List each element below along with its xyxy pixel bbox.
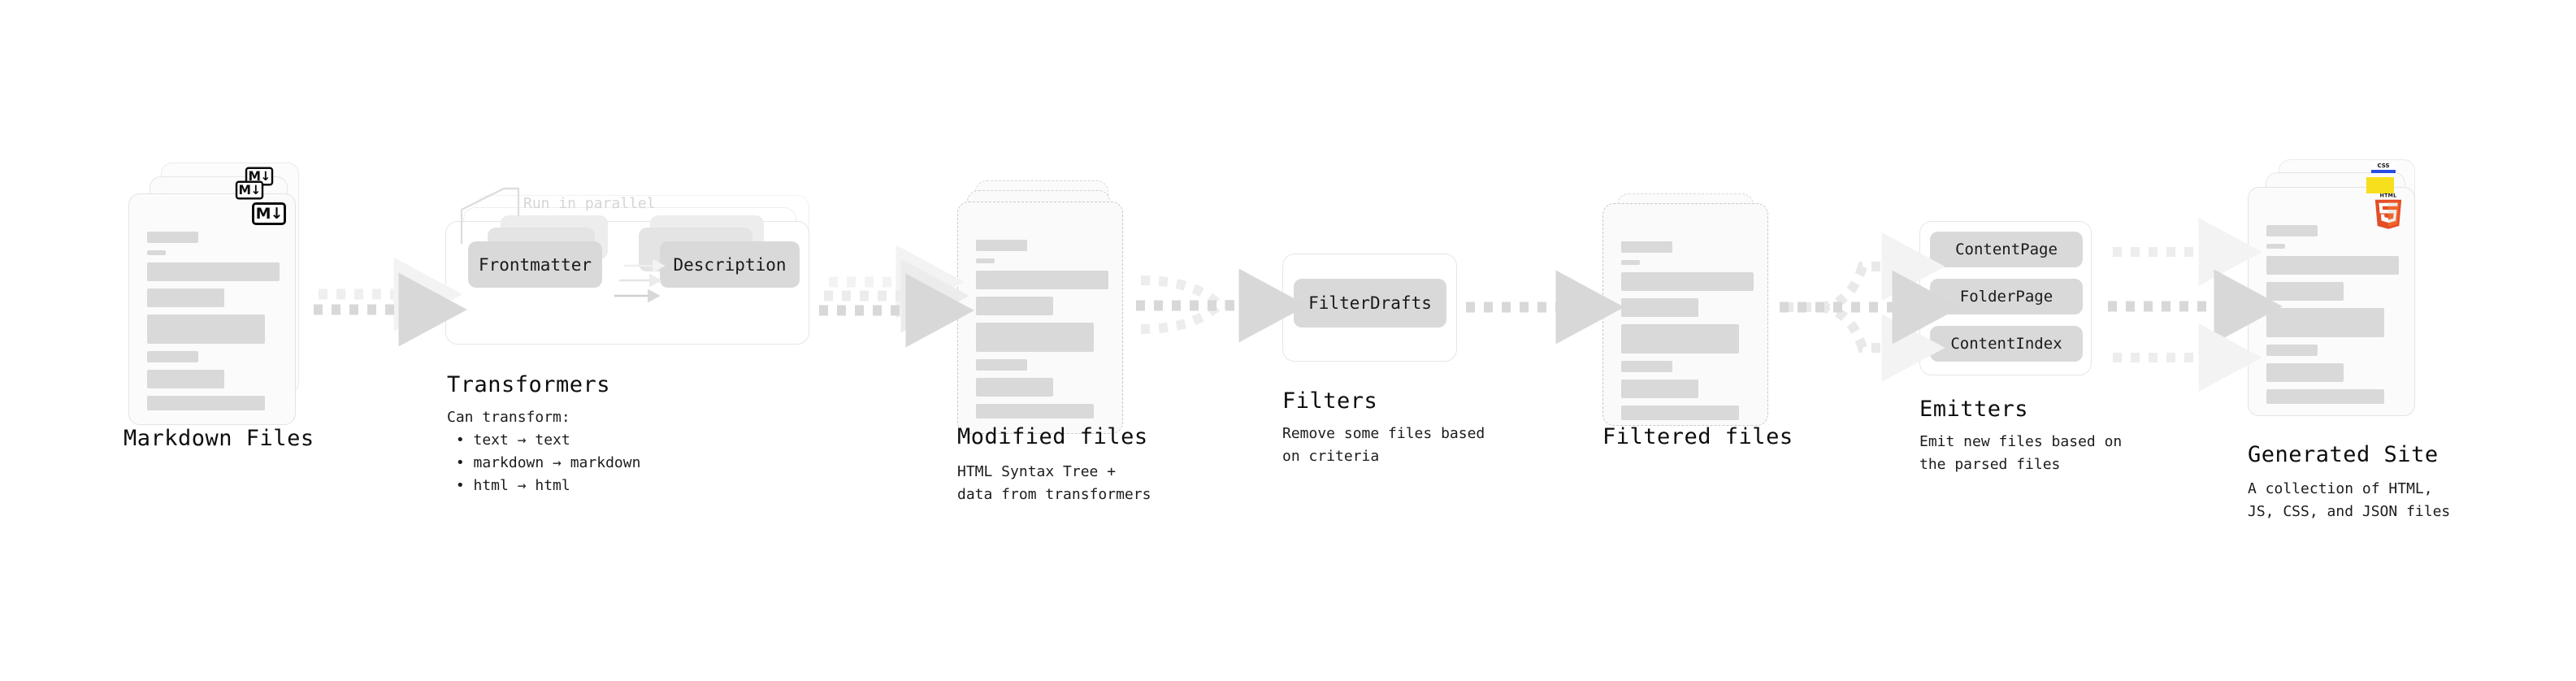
svg-text:HTML: HTML: [2380, 193, 2397, 199]
filterdrafts-pill[interactable]: FilterDrafts: [1294, 279, 1446, 327]
modified-file-stack: [957, 180, 1136, 440]
contentindex-pill[interactable]: ContentIndex: [1930, 326, 2083, 362]
contentpage-pill[interactable]: ContentPage: [1930, 232, 2083, 267]
markdown-icon: M↓: [252, 202, 286, 225]
generated-card-front: HTML: [2248, 187, 2415, 416]
markdown-icon-back-glyph: M↓: [248, 168, 271, 184]
stage-generated-site: HTML: [2248, 159, 2443, 436]
transformers-group-stack: Frontmatter Description: [445, 195, 835, 358]
markdown-icon-mid-glyph: M↓: [238, 182, 262, 197]
label-markdown-files: Markdown Files: [124, 426, 314, 451]
modified-card-content: [976, 240, 1108, 426]
desc-modified-files: HTML Syntax Tree + data from transformer…: [957, 463, 1151, 503]
markdown-file-stack: M↓ M↓ M↓: [128, 163, 315, 431]
description-pill[interactable]: Description: [660, 241, 800, 288]
frontmatter-pill[interactable]: Frontmatter: [468, 241, 602, 288]
markdown-card-front: M↓: [128, 193, 296, 425]
filtered-card-front: [1602, 203, 1768, 426]
connector-modified-to-filters: [1136, 268, 1308, 343]
markdown-card-content: [147, 232, 280, 418]
stage-filtered-files: [1602, 193, 1781, 437]
desc-emitters: Emit new files based on the parsed files: [1919, 433, 2123, 473]
js-icon: [2366, 177, 2394, 193]
emitters-group: ContentPage FolderPage ContentIndex: [1919, 221, 2114, 384]
html5-icon: HTML: [2372, 193, 2405, 230]
markdown-icon-glyph: M↓: [255, 204, 284, 223]
label-transformers: Transformers: [447, 372, 611, 397]
markdown-icon-mid: M↓: [235, 180, 264, 200]
label-filters: Filters: [1282, 388, 1378, 414]
run-in-parallel-label: Run in parallel: [523, 195, 656, 212]
folderpage-pill[interactable]: FolderPage: [1930, 279, 2083, 314]
filters-group: FilterDrafts: [1282, 254, 1461, 367]
desc-filters: Remove some files based on criteria: [1282, 425, 1485, 465]
stage-transformers: Frontmatter Description: [445, 195, 835, 358]
connector-md-to-transformers: [314, 257, 467, 347]
connector-filtered-to-emitters: [1780, 232, 1961, 382]
stage-modified-files: [957, 180, 1136, 440]
filtered-card-content: [1621, 241, 1754, 427]
label-filtered-files: Filtered files: [1602, 424, 1793, 449]
stage-markdown-files: M↓ M↓ M↓: [128, 163, 315, 431]
modified-card-front: [957, 202, 1123, 434]
generated-card-content: [2266, 225, 2399, 411]
stage-emitters: ContentPage FolderPage ContentIndex: [1919, 221, 2114, 384]
filtered-file-stack: [1602, 193, 1781, 437]
desc-transformers: Can transform: • text → text • markdown …: [447, 409, 641, 494]
label-generated-site: Generated Site: [2248, 442, 2439, 467]
connector-emitters-to-site: [2108, 218, 2283, 392]
label-modified-files: Modified files: [957, 424, 1148, 449]
label-emitters: Emitters: [1919, 397, 2029, 422]
css-icon: CSS: [2371, 162, 2396, 173]
desc-generated-site: A collection of HTML, JS, CSS, and JSON …: [2248, 480, 2451, 520]
generated-file-stack: HTML: [2248, 159, 2443, 436]
stage-filters: FilterDrafts: [1282, 254, 1461, 367]
